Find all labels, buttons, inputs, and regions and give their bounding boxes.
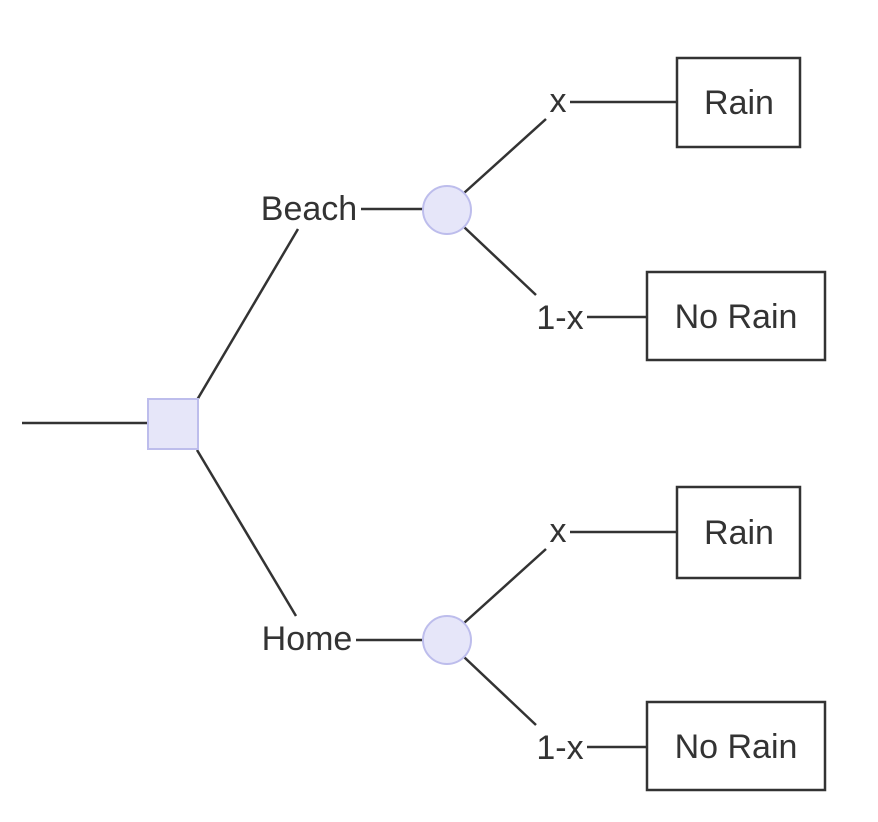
probability-label-home-x: x <box>550 512 567 550</box>
terminal-label-beach-norain: No Rain <box>675 298 798 336</box>
edge-beach-chance-to-x <box>463 118 547 194</box>
probability-label-beach-x: x <box>550 82 567 120</box>
terminal-rect-home-rain <box>675 485 802 580</box>
edge-home-chance-to-1x <box>463 656 537 726</box>
terminal-box-home-rain: Rain <box>675 485 802 580</box>
probability-label-beach-1x: 1-x <box>536 299 583 337</box>
terminal-box-beach-norain: No Rain <box>645 270 827 362</box>
chance-node-home <box>422 615 472 665</box>
probability-label-home-1x: 1-x <box>536 729 583 767</box>
terminal-label-beach-rain: Rain <box>704 84 774 122</box>
terminal-box-home-norain: No Rain <box>645 700 827 792</box>
terminal-label-home-rain: Rain <box>704 514 774 552</box>
branch-label-home: Home <box>262 620 353 658</box>
branch-label-beach: Beach <box>261 190 357 228</box>
edge-root-to-beach <box>195 228 300 401</box>
terminal-rect-beach-rain <box>675 56 802 149</box>
terminal-box-beach-rain: Rain <box>675 56 802 149</box>
edge-beach-chance-to-1x <box>463 226 537 296</box>
terminal-label-home-norain: No Rain <box>675 728 798 766</box>
chance-node-beach <box>422 185 472 235</box>
terminal-rect-home-norain <box>645 700 827 792</box>
edge-root-to-home <box>195 449 298 617</box>
edge-home-chance-to-x <box>463 548 547 624</box>
terminal-rect-beach-norain <box>645 270 827 362</box>
decision-node-square <box>147 398 199 450</box>
